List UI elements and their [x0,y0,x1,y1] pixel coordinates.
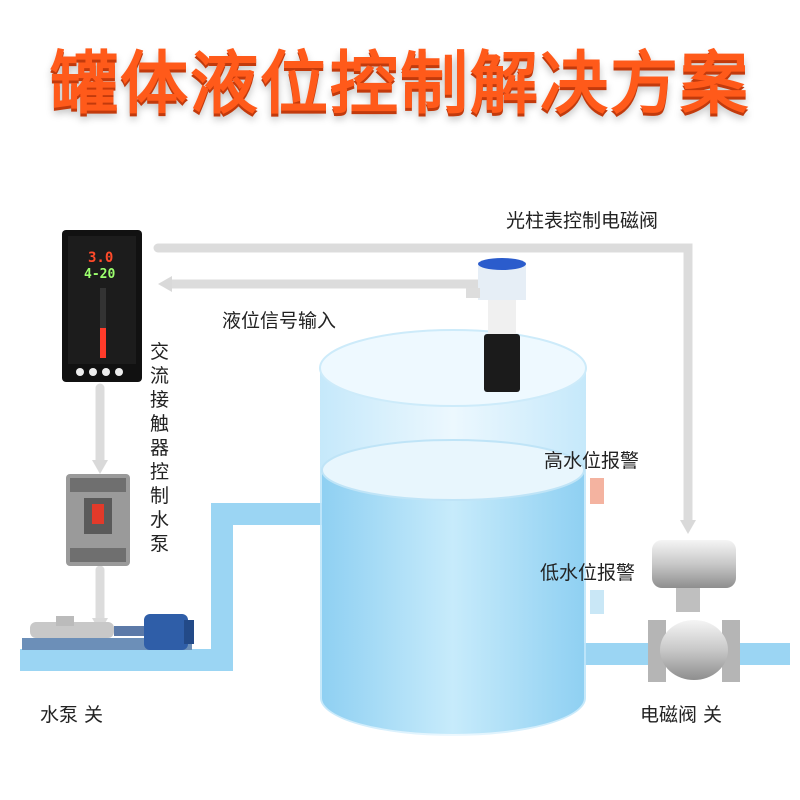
contactor-label: 交流接触器控制水泵 [150,341,170,555]
low-alarm-marker [590,590,604,614]
page-title: 罐体液位控制解决方案 [49,45,750,124]
high-alarm-label: 高水位报警 [544,450,640,472]
water-pump [22,614,194,650]
meter-level-bar [100,328,106,358]
arrow-to-valve [680,520,696,534]
pump-status-label: 水泵 关 [40,704,104,726]
low-alarm-label: 低水位报警 [540,562,636,584]
meter-bottom-value: 4-20 [84,267,115,282]
arrow-to-contactor [92,460,108,474]
ultrasonic-level-sensor [466,258,526,392]
ac-contactor [66,474,130,566]
meter-top-value: 3.0 [88,250,113,266]
electric-valve [648,540,740,682]
valve-control-line [153,243,693,525]
valve-status-label: 电磁阀 关 [640,704,723,726]
signal-lines [95,243,693,625]
valve-control-label: 光柱表控制电磁阀 [506,210,659,232]
water-surface [321,439,585,501]
level-signal-label: 液位信号输入 [222,310,337,332]
tank [319,329,587,736]
high-alarm-marker [590,478,604,504]
inlet-pipe [20,503,340,671]
light-bar-meter: 3.0 4-20 [62,230,142,382]
water-body [322,470,584,734]
arrow-to-meter [158,276,172,292]
